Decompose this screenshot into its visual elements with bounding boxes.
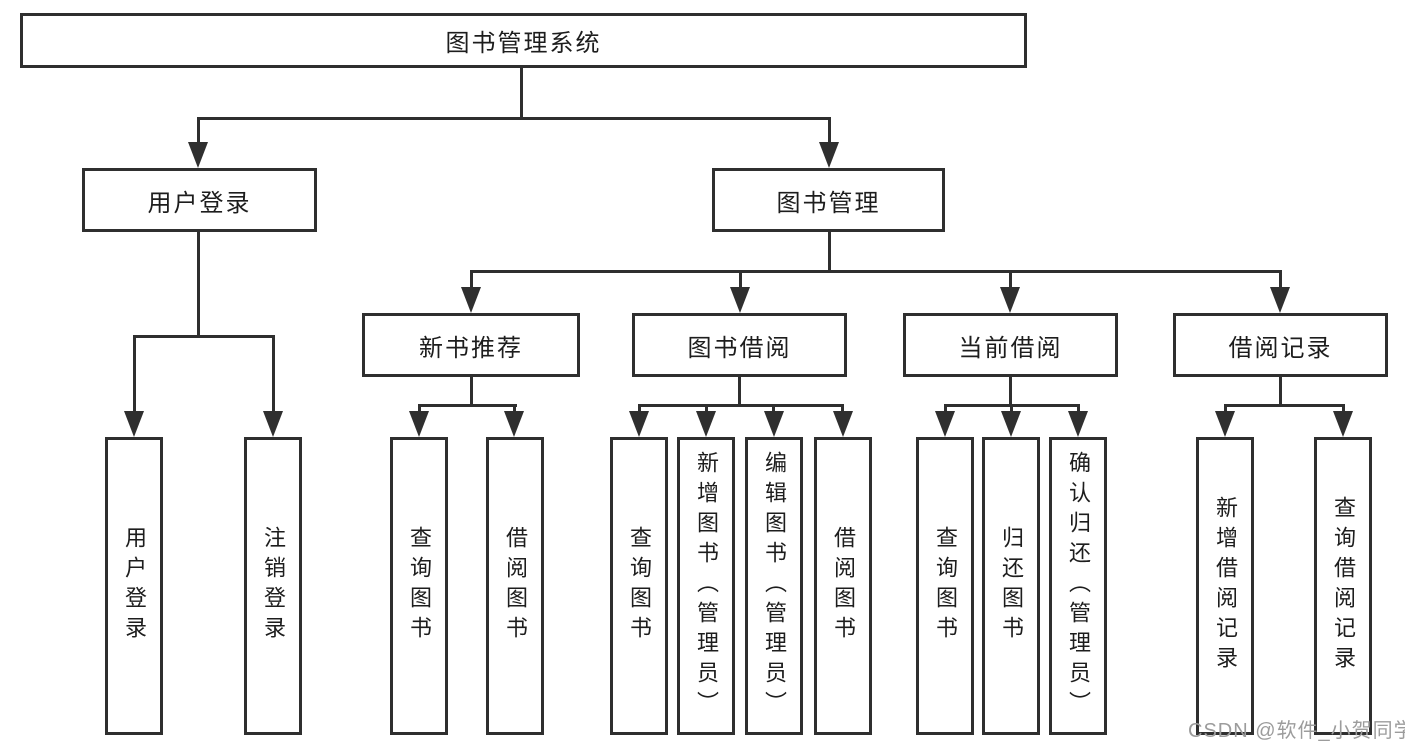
leaf-add-book-admin: 新增图书（管理员） <box>677 437 735 735</box>
connector-line-vertical <box>1342 404 1345 414</box>
connector-line-vertical <box>1224 404 1227 414</box>
arrow-down-icon <box>409 411 429 437</box>
connector-line-vertical <box>470 270 473 290</box>
connector-line-vertical <box>841 404 844 414</box>
connector-line-vertical <box>739 270 742 290</box>
arrow-down-icon <box>696 411 716 437</box>
connector-line-vertical <box>738 377 741 407</box>
connector-line-vertical <box>520 68 523 119</box>
leaf-borrow-books: 借阅图书 <box>814 437 872 735</box>
connector-line-vertical <box>1009 377 1012 407</box>
connector-line-horizontal <box>197 117 831 120</box>
node-book-borrowing: 图书借阅 <box>632 313 847 377</box>
connector-line-vertical <box>1279 270 1282 290</box>
connector-line-vertical <box>828 232 831 273</box>
leaf-query-books-recommendation: 查询图书 <box>390 437 448 735</box>
arrow-down-icon <box>504 411 524 437</box>
leaf-query-books-current: 查询图书 <box>916 437 974 735</box>
arrow-down-icon <box>629 411 649 437</box>
arrow-down-icon <box>1000 287 1020 313</box>
connector-line-vertical <box>197 232 200 338</box>
leaf-return-book: 归还图书 <box>982 437 1040 735</box>
connector-line-vertical <box>828 117 831 145</box>
connector-line-vertical <box>272 335 275 414</box>
connector-line-horizontal <box>638 404 844 407</box>
connector-line-vertical <box>513 404 516 414</box>
node-current-borrowing: 当前借阅 <box>903 313 1118 377</box>
arrow-down-icon <box>764 411 784 437</box>
connector-line-vertical <box>705 404 708 414</box>
connector-line-vertical <box>133 335 136 414</box>
node-new-book-recommendation: 新书推荐 <box>362 313 580 377</box>
connector-line-horizontal <box>470 270 1282 273</box>
connector-line-vertical <box>418 404 421 414</box>
leaf-query-books-borrowing: 查询图书 <box>610 437 668 735</box>
watermark-text: CSDN @软件_小贺同学 <box>1188 720 1405 742</box>
connector-line-vertical <box>944 404 947 414</box>
leaf-add-borrow-record: 新增借阅记录 <box>1196 437 1254 735</box>
leaf-confirm-return-admin: 确认归还（管理员） <box>1049 437 1107 735</box>
connector-line-vertical <box>1077 404 1080 414</box>
connector-line-vertical <box>470 377 473 407</box>
connector-line-vertical <box>1279 377 1282 407</box>
connector-line-vertical <box>197 117 200 145</box>
arrow-down-icon <box>1333 411 1353 437</box>
arrow-down-icon <box>124 411 144 437</box>
connector-line-vertical <box>1009 270 1012 290</box>
arrow-down-icon <box>188 142 208 168</box>
arrow-down-icon <box>1215 411 1235 437</box>
arrow-down-icon <box>461 287 481 313</box>
leaf-logout: 注销登录 <box>244 437 302 735</box>
leaf-borrow-books-recommendation: 借阅图书 <box>486 437 544 735</box>
node-borrowing-records: 借阅记录 <box>1173 313 1388 377</box>
leaf-query-borrow-record: 查询借阅记录 <box>1314 437 1372 735</box>
arrow-down-icon <box>935 411 955 437</box>
connector-line-horizontal <box>1224 404 1345 407</box>
arrow-down-icon <box>1001 411 1021 437</box>
node-user-login: 用户登录 <box>82 168 317 232</box>
node-root: 图书管理系统 <box>20 13 1027 68</box>
leaf-user-login: 用户登录 <box>105 437 163 735</box>
arrow-down-icon <box>263 411 283 437</box>
arrow-down-icon <box>833 411 853 437</box>
arrow-down-icon <box>819 142 839 168</box>
arrow-down-icon <box>730 287 750 313</box>
connector-line-horizontal <box>133 335 275 338</box>
arrow-down-icon <box>1068 411 1088 437</box>
arrow-down-icon <box>1270 287 1290 313</box>
connector-line-vertical <box>772 404 775 414</box>
leaf-edit-book-admin: 编辑图书（管理员） <box>745 437 803 735</box>
connector-line-vertical <box>638 404 641 414</box>
node-book-management: 图书管理 <box>712 168 945 232</box>
connector-line-horizontal <box>418 404 517 407</box>
connector-line-vertical <box>1010 404 1013 414</box>
